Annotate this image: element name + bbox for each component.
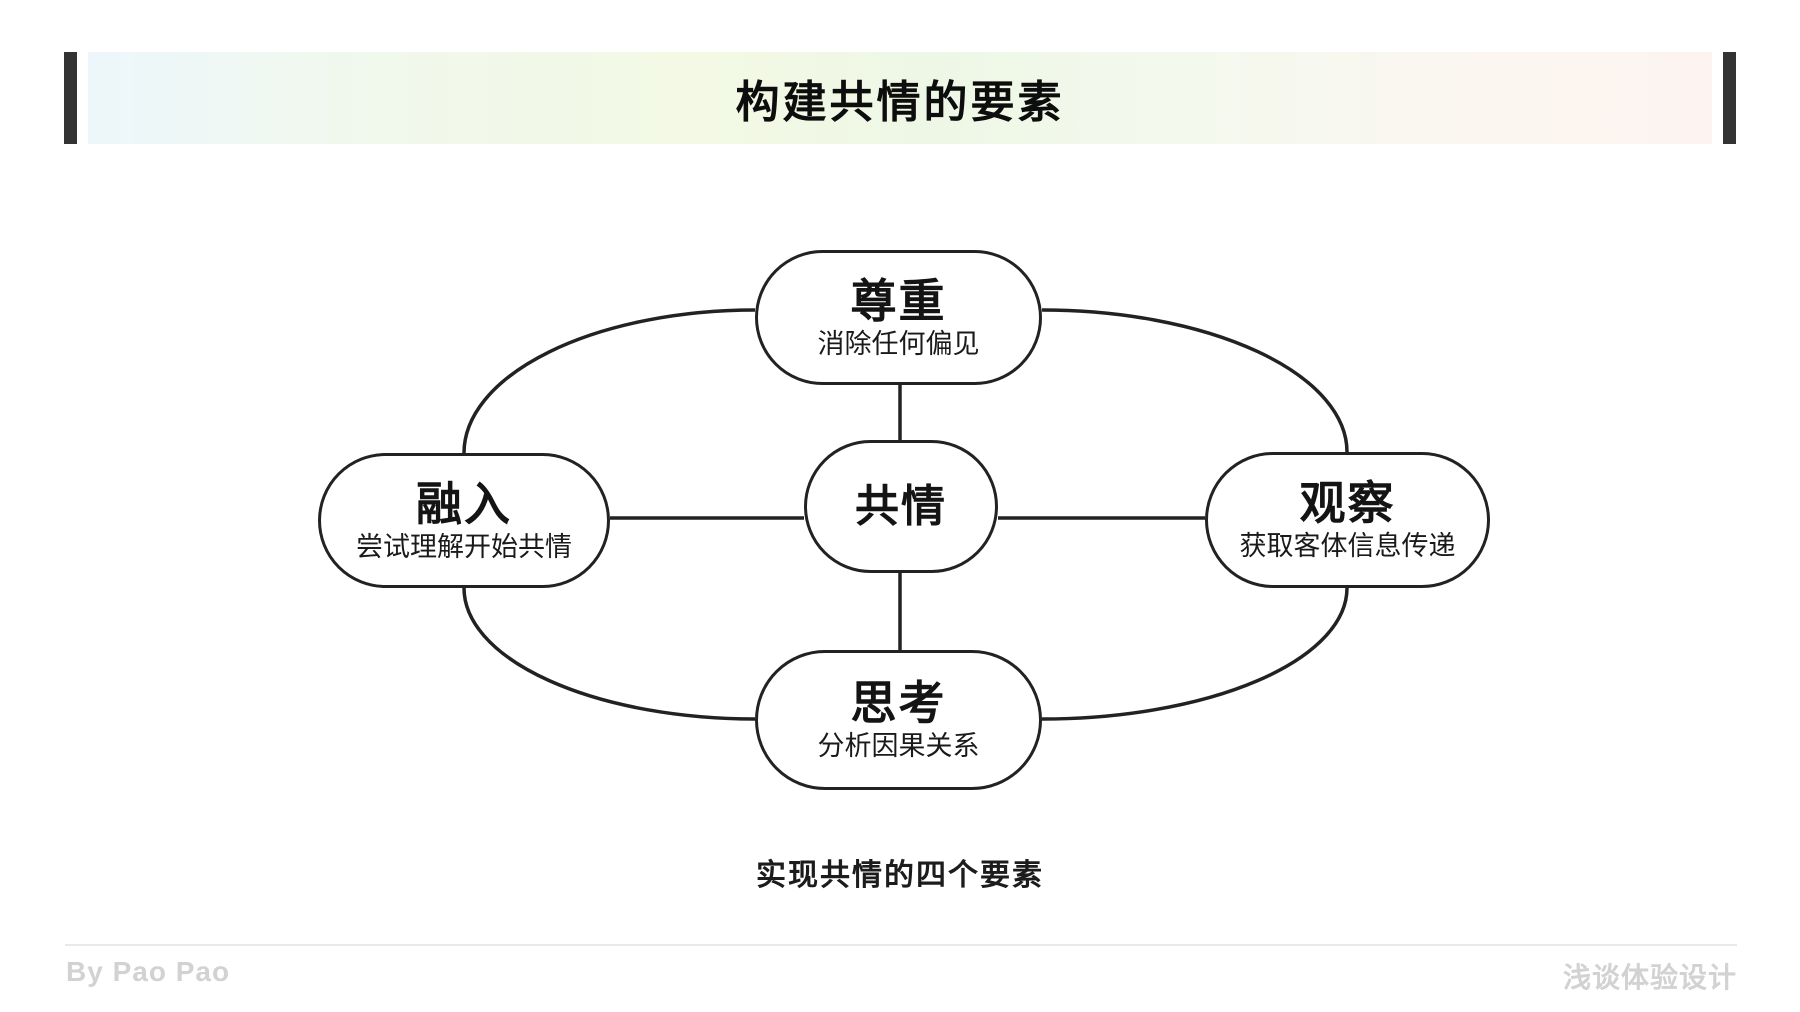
node-title: 尊重 [850,274,947,327]
header-accent-bar-left [64,52,77,144]
footer-divider [65,944,1737,946]
node-title: 共情 [855,481,947,531]
footer-brand: 浅谈体验设计 [1562,962,1737,993]
node-respect: 尊重 消除任何偏见 [755,250,1042,385]
node-think: 思考 分析因果关系 [755,650,1042,790]
page-title: 构建共情的要素 [735,78,1065,127]
arc-observe-to-think [1041,587,1349,721]
node-immerse: 融入 尝试理解开始共情 [318,453,610,588]
diagram-caption: 实现共情的四个要素 [756,859,1044,892]
node-observe: 观察 获取客体信息传递 [1205,452,1490,588]
node-title: 融入 [416,477,512,530]
node-empathy-center: 共情 [804,440,998,573]
header-accent-bar-right [1723,52,1736,144]
node-subtitle: 尝试理解开始共情 [356,531,572,562]
node-title: 观察 [1299,477,1396,529]
arc-respect-to-observe [1041,308,1349,453]
header-band: 构建共情的要素 [88,52,1712,144]
arc-respect-to-immerse [462,308,756,454]
node-subtitle: 分析因果关系 [817,731,980,761]
arc-immerse-to-think [462,587,756,721]
node-subtitle: 获取客体信息传递 [1239,531,1456,561]
footer-author: By Pao Pao [66,956,231,987]
node-subtitle: 消除任何偏见 [817,328,980,359]
node-title: 思考 [850,677,947,729]
